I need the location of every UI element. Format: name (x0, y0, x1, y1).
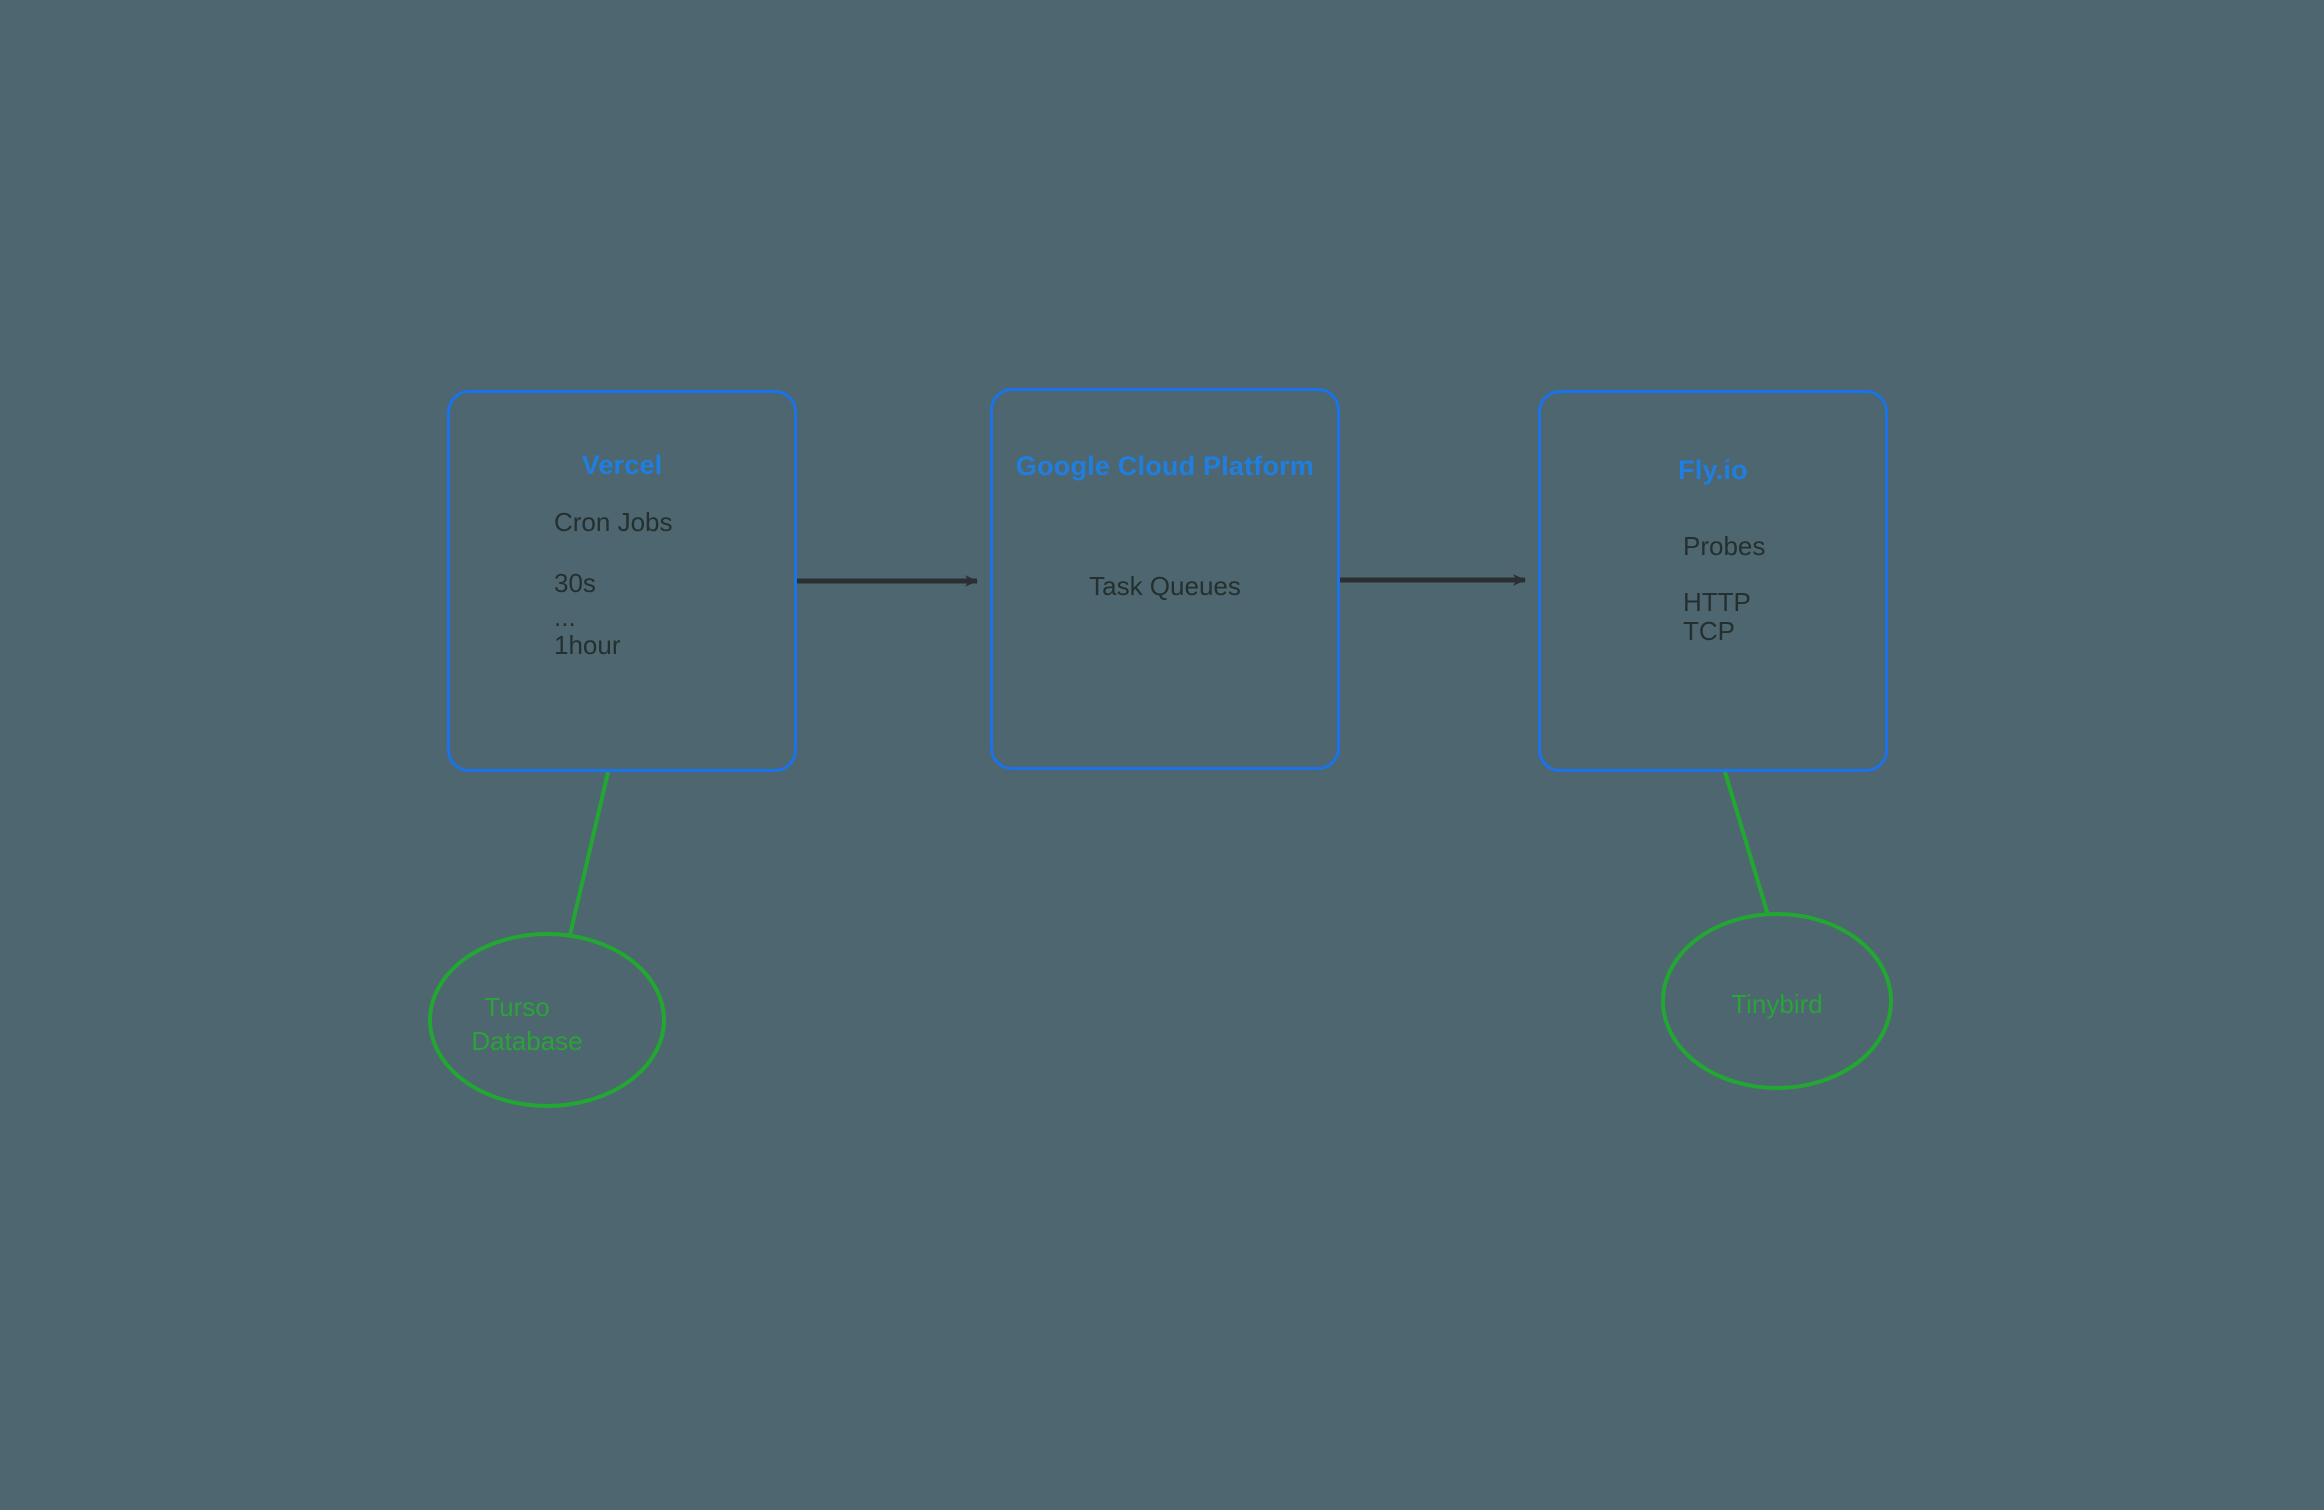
node-flyio-body: Probes HTTP TCP (1683, 533, 1765, 644)
node-flyio-title: Fly.io (1678, 455, 1748, 485)
node-vercel-line-cron-jobs: Cron Jobs (554, 507, 673, 537)
node-flyio-gap (1683, 559, 1765, 585)
node-gcp-title: Google Cloud Platform (1015, 451, 1315, 481)
node-turso-label: Turso Database (430, 990, 664, 1059)
node-turso-label-line-2: Database (471, 1026, 583, 1057)
node-vercel[interactable]: Vercel Cron Jobs 30s ... 1hour (447, 390, 797, 772)
node-tinybird-label-line-1: Tinybird (1731, 989, 1823, 1019)
node-vercel-gap (554, 535, 673, 561)
node-gcp-body: Task Queues (993, 573, 1337, 599)
edge-flyio-to-tinybird (1723, 771, 1770, 916)
edge-vercel-to-turso (568, 771, 610, 936)
node-gcp-line-task-queues: Task Queues (1089, 571, 1241, 601)
node-turso-label-line-1: Turso (484, 992, 550, 1022)
node-flyio-line-tcp: TCP (1683, 616, 1735, 646)
node-vercel-line-ellipsis: ... (554, 602, 576, 632)
node-vercel-line-1hour: 1hour (554, 630, 621, 660)
node-vercel-body: Cron Jobs 30s ... 1hour (554, 509, 673, 658)
node-vercel-title: Vercel (581, 450, 663, 480)
node-flyio-line-http: HTTP (1683, 587, 1751, 617)
node-flyio[interactable]: Fly.io Probes HTTP TCP (1538, 390, 1888, 772)
node-flyio-line-probes: Probes (1683, 531, 1766, 561)
node-vercel-line-30s: 30s (554, 568, 596, 598)
node-tinybird-label: Tinybird (1663, 987, 1891, 1021)
node-gcp[interactable]: Google Cloud Platform Task Queues (990, 388, 1340, 770)
